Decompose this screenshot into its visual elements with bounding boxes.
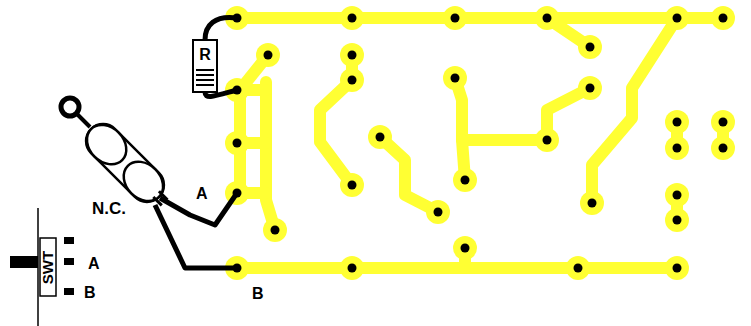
- drill-hole: [673, 14, 682, 23]
- solder-pad: [566, 256, 590, 280]
- slide-switch: [10, 208, 74, 326]
- drill-hole: [348, 76, 357, 85]
- solder-pads: [225, 6, 735, 280]
- solder-pad: [340, 256, 364, 280]
- solder-pad: [225, 131, 249, 155]
- solder-pad: [453, 236, 477, 260]
- solder-pad: [535, 128, 559, 152]
- solder-pad: [665, 6, 689, 30]
- solder-pad: [711, 110, 735, 134]
- drill-hole: [233, 139, 242, 148]
- reed-switch: [61, 98, 237, 268]
- contact-label: N.C.: [92, 200, 126, 217]
- copper-traces: [237, 18, 723, 268]
- solder-pad: [665, 136, 689, 160]
- terminal-label: A: [88, 256, 100, 272]
- solder-pad: [665, 256, 689, 280]
- drill-hole: [451, 74, 460, 83]
- solder-pad: [578, 35, 602, 59]
- drill-hole: [719, 14, 728, 23]
- drill-hole: [451, 14, 460, 23]
- terminal-label: B: [252, 286, 264, 302]
- solder-pad: [426, 200, 450, 224]
- solder-pad: [711, 136, 735, 160]
- drill-hole: [348, 14, 357, 23]
- solder-pad: [443, 6, 467, 30]
- drill-hole: [588, 199, 597, 208]
- drill-hole: [348, 51, 357, 60]
- drill-hole: [461, 244, 470, 253]
- solder-pad: [443, 66, 467, 90]
- drill-hole: [586, 43, 595, 52]
- solder-pad: [535, 6, 559, 30]
- drill-hole: [673, 216, 682, 225]
- resistor-label: R: [199, 47, 211, 63]
- solder-pad: [453, 168, 477, 192]
- drill-hole: [376, 133, 385, 142]
- solder-pad: [263, 218, 287, 242]
- solder-pad: [711, 6, 735, 30]
- drill-hole: [461, 176, 470, 185]
- drill-hole: [586, 84, 595, 93]
- drill-hole: [673, 264, 682, 273]
- solder-pad: [340, 68, 364, 92]
- drill-hole: [543, 136, 552, 145]
- drill-hole: [543, 14, 552, 23]
- resistor-symbol: [193, 17, 237, 96]
- switch-label: SWT: [40, 250, 55, 283]
- drill-hole: [348, 181, 357, 190]
- solder-pad: [665, 183, 689, 207]
- solder-pad: [368, 125, 392, 149]
- drill-hole: [574, 264, 583, 273]
- drill-hole: [719, 144, 728, 153]
- solder-pad: [580, 191, 604, 215]
- solder-pad: [340, 43, 364, 67]
- drill-hole: [673, 144, 682, 153]
- terminal-label: A: [196, 186, 208, 202]
- terminal-label: B: [84, 285, 96, 301]
- solder-pad: [340, 173, 364, 197]
- drill-hole: [271, 226, 280, 235]
- drill-hole: [719, 118, 728, 127]
- solder-pad: [665, 110, 689, 134]
- solder-pad: [256, 43, 280, 67]
- drill-hole: [673, 118, 682, 127]
- solder-pad: [665, 208, 689, 232]
- drill-hole: [348, 264, 357, 273]
- solder-pad: [340, 6, 364, 30]
- solder-pad: [578, 76, 602, 100]
- drill-hole: [434, 208, 443, 217]
- drill-hole: [264, 51, 273, 60]
- drill-hole: [673, 191, 682, 200]
